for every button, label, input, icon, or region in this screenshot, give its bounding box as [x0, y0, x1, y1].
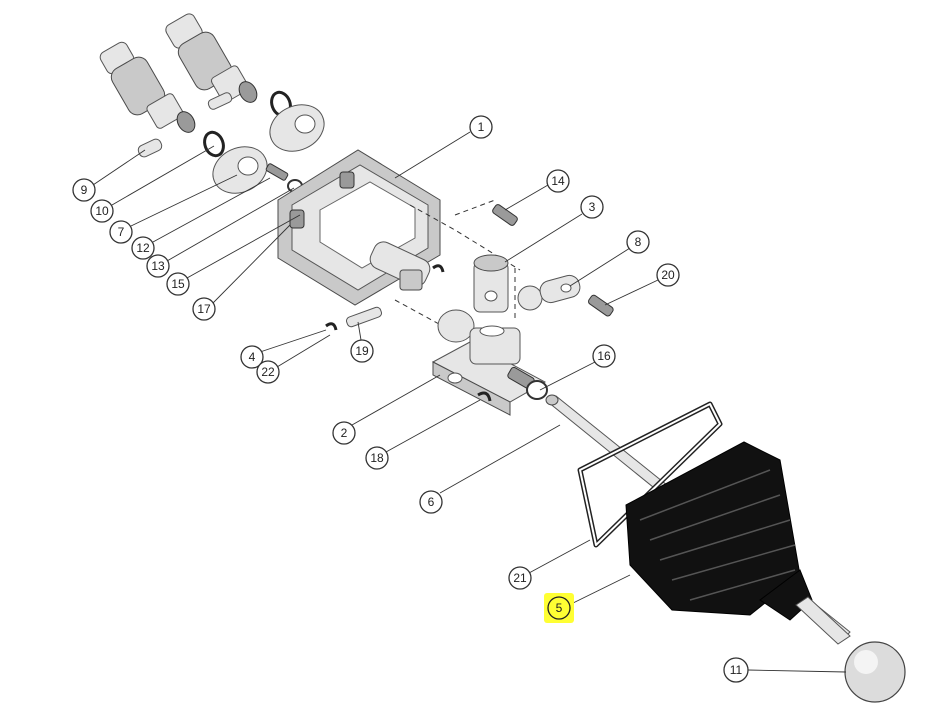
boot-part-5	[625, 441, 813, 621]
screw-part-20	[587, 294, 614, 317]
clip-part-4	[325, 322, 338, 331]
cartridge-lower	[99, 41, 196, 133]
callout-14[interactable]: 14	[546, 169, 570, 193]
callout-11[interactable]: 11	[723, 657, 749, 683]
callout-18[interactable]: 18	[365, 446, 389, 470]
pin-part-9	[137, 138, 163, 158]
callout-2[interactable]: 2	[332, 421, 356, 445]
svg-text:2: 2	[341, 426, 348, 440]
callout-20[interactable]: 20	[656, 263, 680, 287]
svg-text:5: 5	[556, 601, 563, 615]
svg-text:8: 8	[635, 235, 642, 249]
pin-part-19	[346, 306, 382, 328]
svg-text:3: 3	[589, 200, 596, 214]
callout-13[interactable]: 13	[146, 254, 170, 278]
svg-text:21: 21	[513, 571, 527, 585]
svg-text:12: 12	[136, 241, 150, 255]
callout-9[interactable]: 9	[72, 178, 96, 202]
svg-text:9: 9	[81, 183, 88, 197]
svg-text:14: 14	[551, 174, 565, 188]
svg-text:15: 15	[171, 277, 185, 291]
screw-part-14	[492, 204, 518, 226]
leader-lines	[92, 131, 847, 673]
callout-17[interactable]: 17	[192, 297, 216, 321]
callout-10[interactable]: 10	[90, 199, 114, 223]
callout-1[interactable]: 1	[469, 115, 493, 139]
svg-text:1: 1	[478, 120, 485, 134]
bracket-part-2	[431, 309, 547, 416]
callout-3[interactable]: 3	[580, 195, 604, 219]
callout-15[interactable]: 15	[166, 272, 190, 296]
svg-text:4: 4	[249, 350, 256, 364]
bushing-part-3	[473, 254, 509, 313]
screw-part-12	[265, 163, 289, 181]
bushing-upper	[269, 104, 325, 152]
svg-text:22: 22	[261, 365, 275, 379]
callout-7[interactable]: 7	[109, 220, 133, 244]
svg-text:7: 7	[118, 225, 125, 239]
lever-rod	[795, 596, 851, 645]
svg-text:10: 10	[95, 204, 109, 218]
svg-text:19: 19	[355, 344, 369, 358]
callout-21[interactable]: 21	[508, 566, 532, 590]
svg-text:16: 16	[597, 349, 611, 363]
gasket-part-21	[577, 401, 723, 548]
svg-text:17: 17	[197, 302, 211, 316]
svg-text:13: 13	[151, 259, 165, 273]
callout-12[interactable]: 12	[131, 236, 155, 260]
clip-part-18	[477, 391, 492, 402]
washer-part-16	[526, 380, 548, 400]
pin-part-10-upper	[207, 92, 233, 110]
cartridge-upper	[165, 13, 258, 103]
ball-link-part-8	[517, 274, 581, 311]
callout-16[interactable]: 16	[592, 344, 616, 368]
svg-text:11: 11	[730, 663, 743, 677]
svg-text:20: 20	[661, 268, 675, 282]
clip-upper	[432, 264, 445, 273]
gimbal-stub	[369, 241, 431, 291]
callout-22[interactable]: 22	[256, 360, 280, 384]
bushing-lower	[212, 146, 268, 194]
o-ring-lower	[203, 130, 225, 158]
callout-19[interactable]: 19	[350, 339, 374, 363]
callout-5[interactable]: 5	[547, 596, 571, 620]
svg-text:18: 18	[370, 451, 384, 465]
callout-8[interactable]: 8	[626, 230, 650, 254]
callout-6[interactable]: 6	[419, 490, 443, 514]
callout-4[interactable]: 4	[240, 345, 264, 369]
knob-part-11	[844, 641, 906, 703]
svg-text:6: 6	[428, 495, 435, 509]
